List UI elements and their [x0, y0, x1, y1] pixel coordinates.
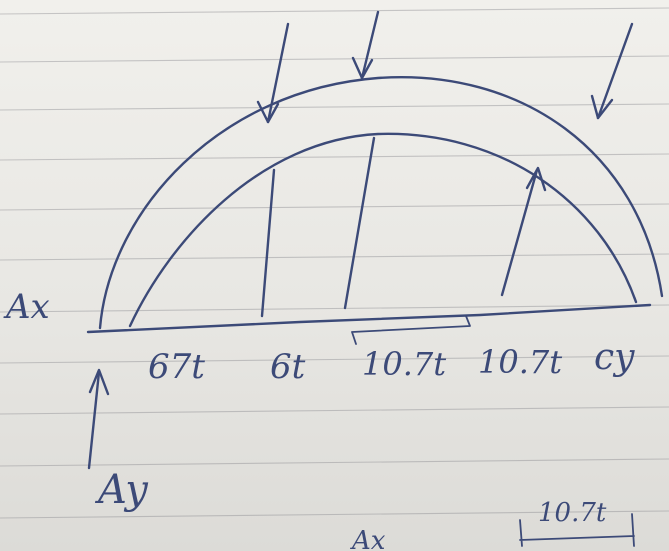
load-arrow-3 [590, 22, 634, 120]
segment-label-4: 10.7t [478, 343, 563, 381]
cy-label: cy [594, 337, 635, 378]
segment-bracket [351, 315, 471, 345]
ruled-lines [0, 7, 669, 519]
base-line [86, 303, 652, 334]
bottom-partial-value: 10.7t [538, 498, 607, 528]
segment-label-3: 10.7t [362, 345, 447, 383]
outer-arch [98, 75, 664, 330]
reaction-arrow-ay [87, 368, 110, 470]
load-arrow-1 [256, 22, 290, 124]
inner-arch [128, 132, 638, 328]
load-arrow-2 [351, 10, 380, 80]
ax-label: Ax [6, 287, 50, 327]
vertical-member-1 [260, 168, 276, 318]
segment-label-2: 6t [270, 347, 306, 387]
vertical-member-3 [500, 168, 539, 297]
bottom-bracket [519, 513, 635, 547]
bottom-partial-label: Ax [352, 526, 386, 551]
vertical-member-2 [343, 136, 376, 310]
segment-label-1: 67t [148, 347, 205, 387]
ay-label: Ay [98, 467, 148, 513]
vertical-member-3-arrowhead [525, 166, 547, 192]
